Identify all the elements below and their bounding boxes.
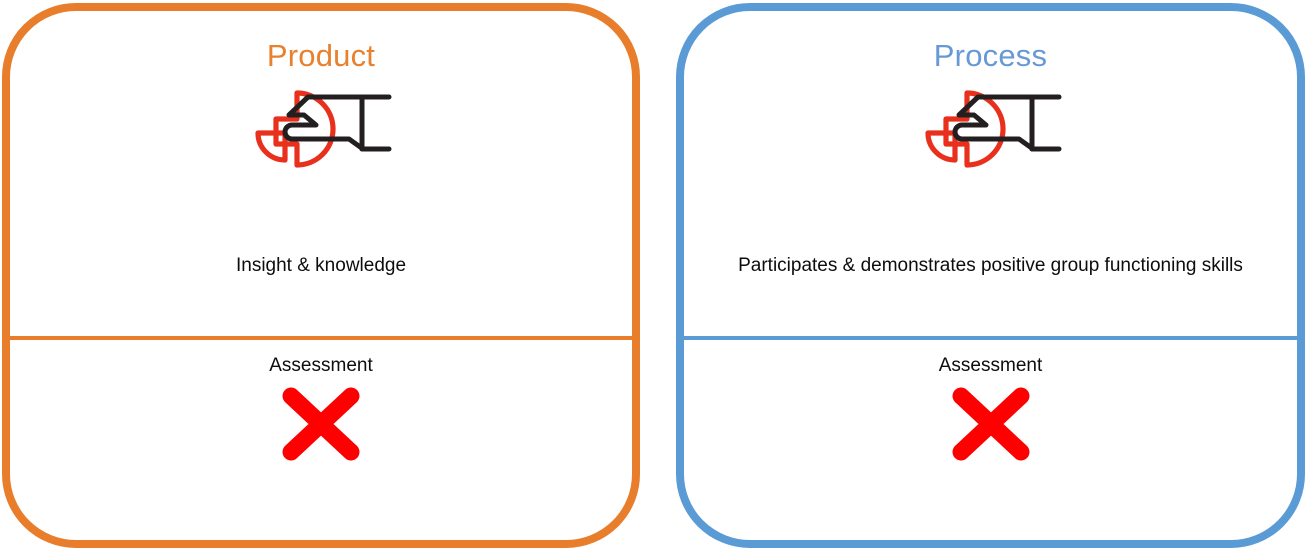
card-product[interactable]: Product — [2, 3, 640, 548]
card-process-body-text: Participates & demonstrates positive gro… — [738, 255, 1243, 276]
red-x-mark-icon — [949, 385, 1033, 463]
card-product-title: Product — [266, 38, 376, 73]
card-product-icon-wrap — [10, 87, 632, 183]
card-product-divider — [10, 336, 632, 340]
card-product-body-text: Insight & knowledge — [235, 255, 407, 276]
card-process-divider — [684, 336, 1297, 340]
hand-picking-pie-slice-icon — [246, 87, 396, 183]
card-process-title: Process — [933, 38, 1048, 73]
hand-picking-pie-slice-icon — [916, 87, 1066, 183]
card-process-assessment-label: Assessment — [938, 355, 1043, 376]
card-product-assessment-mark-wrap — [10, 385, 632, 463]
red-x-mark-icon — [279, 385, 363, 463]
card-process-assessment-mark-wrap — [684, 385, 1297, 463]
card-product-assessment-label: Assessment — [269, 355, 373, 376]
card-process[interactable]: Process Participates & demonst — [676, 3, 1305, 548]
card-process-icon-wrap — [684, 87, 1297, 183]
